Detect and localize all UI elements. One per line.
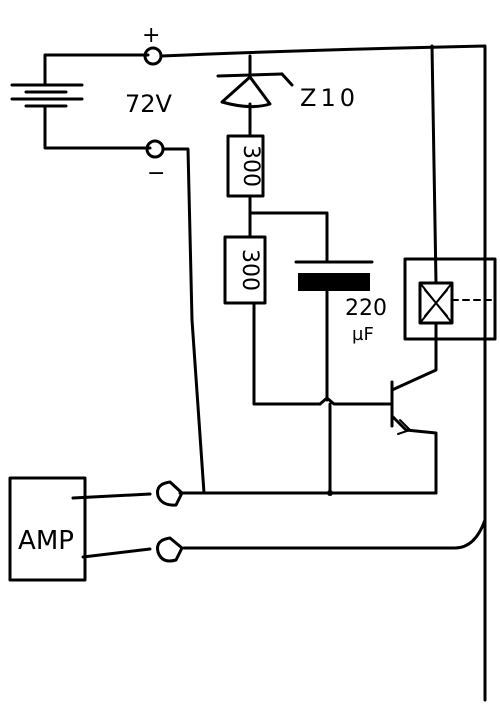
minus-sign-label: − [147,161,165,186]
battery-voltage-label: 72V [125,90,173,118]
ground-junction-dot [327,490,333,496]
capacitor-plate-bottom [298,273,370,291]
zener-bar [216,72,284,78]
plus-sign-label: + [142,23,160,48]
capacitor-value-label: 220 [345,296,387,321]
wire-to-capacitor-top [248,211,329,262]
output-terminal-upper[interactable] [156,480,184,507]
resistor-bottom-label: 300 [237,249,262,291]
relay-coil-feed [430,44,438,285]
amp-box [8,476,87,582]
wire-resistor-to-base [252,301,322,406]
relay-box [403,257,497,341]
top-rail-wire [159,44,487,702]
amp-wire-lower [81,547,152,559]
zener-bend [280,72,294,87]
resistor-top-body [226,134,265,198]
transistor-emitter-arrow [397,419,412,435]
zener-label: Z10 [300,84,359,112]
capacitor-unit-label: µF [352,324,374,345]
amp-wire-upper [71,492,152,500]
amp-label: AMP [18,526,74,556]
wire-battery-positive [43,53,150,87]
transistor-emitter [390,414,438,495]
battery-symbol [10,83,84,108]
wire-to-transistor-base [318,396,394,406]
resistor-top-label: 300 [238,145,263,187]
wire-battery-negative [43,104,152,150]
negative-rail-wire [161,147,206,495]
zener-triangle [220,75,272,109]
transistor-collector [390,338,438,392]
resistor-bottom-body [223,235,267,305]
output-return-wire [182,518,487,550]
relay-coil-hatch [419,282,453,324]
output-terminal-lower[interactable] [156,536,184,563]
